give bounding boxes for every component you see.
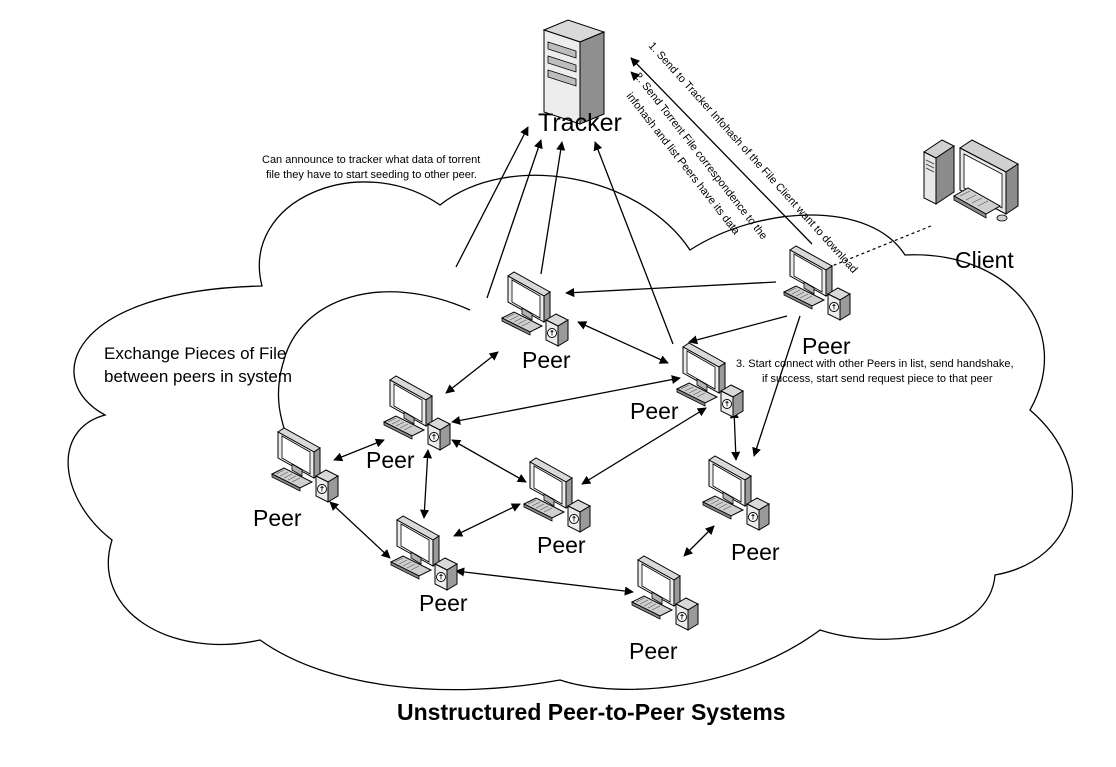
peer-label-right-mid: Peer <box>630 398 679 424</box>
peer-mesh-edges <box>329 321 741 596</box>
step3-note-line1: 3. Start connect with other Peers in lis… <box>736 358 1014 370</box>
client-desktop-icon <box>923 139 1019 222</box>
peer-label-left: Peer <box>253 505 302 531</box>
peer-label-bottom: Peer <box>629 638 678 664</box>
peer-label-right-low: Peer <box>731 539 780 565</box>
peer-label-lower-left: Peer <box>419 590 468 616</box>
peer-label-top: Peer <box>522 347 571 373</box>
diagram-title: Unstructured Peer-to-Peer Systems <box>397 699 786 725</box>
announce-note-line2: file they have to start seeding to other… <box>266 169 477 181</box>
announce-edges <box>565 281 801 457</box>
client-label: Client <box>955 247 1014 273</box>
peer-label-center: Peer <box>366 447 415 473</box>
peer-label-middle: Peer <box>537 532 586 558</box>
exchange-note-line2: between peers in system <box>104 367 292 386</box>
tracker-edges <box>455 57 813 345</box>
cloud-boundary <box>67 174 1074 691</box>
tracker-label: Tracker <box>538 109 622 137</box>
step3-note-line2: if success, start send request piece to … <box>762 373 993 385</box>
announce-note-line1: Can announce to tracker what data of tor… <box>262 154 480 166</box>
peer-label-main: Peer <box>802 333 851 359</box>
exchange-note-line1: Exchange Pieces of File <box>104 344 286 363</box>
